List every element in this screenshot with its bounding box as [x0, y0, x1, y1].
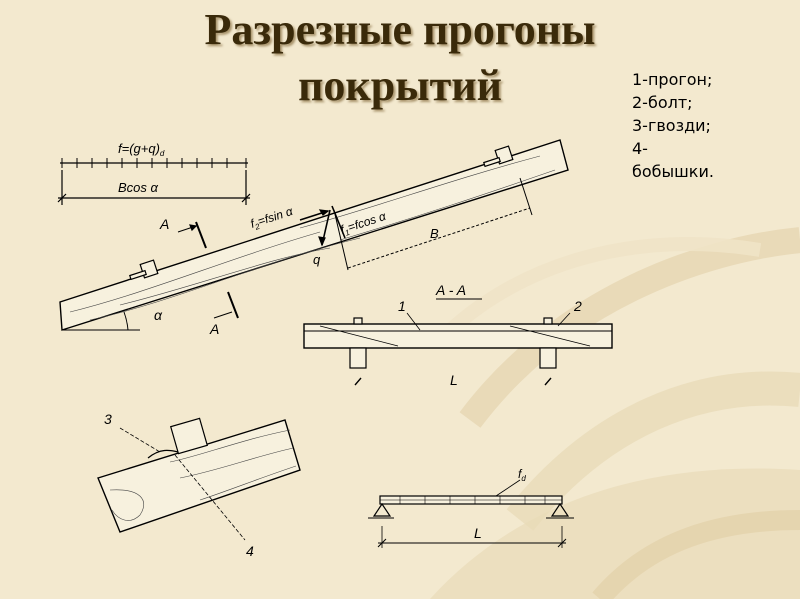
load-diagram	[57, 158, 251, 205]
boss-detail	[97, 417, 301, 541]
legend-item-purlin: 1-прогон;	[632, 70, 713, 89]
legend-item-bolt: 2-болт;	[632, 93, 693, 112]
legend-item-bosses: 4- бобышки.	[632, 139, 714, 181]
section-mark-a-bottom: A	[209, 321, 219, 337]
beam-load-label: fd	[518, 467, 526, 483]
callout-3: 3	[104, 411, 112, 427]
span-l-beam-label: L	[474, 525, 482, 541]
legend-item-nails: 3-гвозди;	[632, 116, 711, 135]
slide-title: Разрезные прогоны покрытий	[130, 2, 670, 114]
callout-4: 4	[246, 543, 254, 559]
legend: 1-прогон; 2-болт; 3-гвозди; 4- бобышки.	[632, 68, 782, 183]
section-a-a	[303, 298, 613, 386]
inclined-purlin	[59, 139, 569, 331]
angle-label: α	[154, 307, 163, 323]
beam-scheme	[368, 479, 574, 548]
span-l-section-label: L	[450, 372, 458, 388]
load-label: f=(g+q)d	[118, 141, 165, 158]
q-label: q	[313, 252, 321, 267]
section-title: A - A	[435, 282, 466, 298]
span-cos-label: Bcos α	[118, 180, 159, 195]
title-line-2: покрытий	[298, 61, 502, 110]
callout-1: 1	[398, 298, 406, 314]
section-mark-a-top: A	[159, 216, 169, 232]
span-b-label: B	[430, 226, 439, 241]
callout-2: 2	[573, 298, 582, 314]
title-line-1: Разрезные прогоны	[204, 5, 596, 54]
